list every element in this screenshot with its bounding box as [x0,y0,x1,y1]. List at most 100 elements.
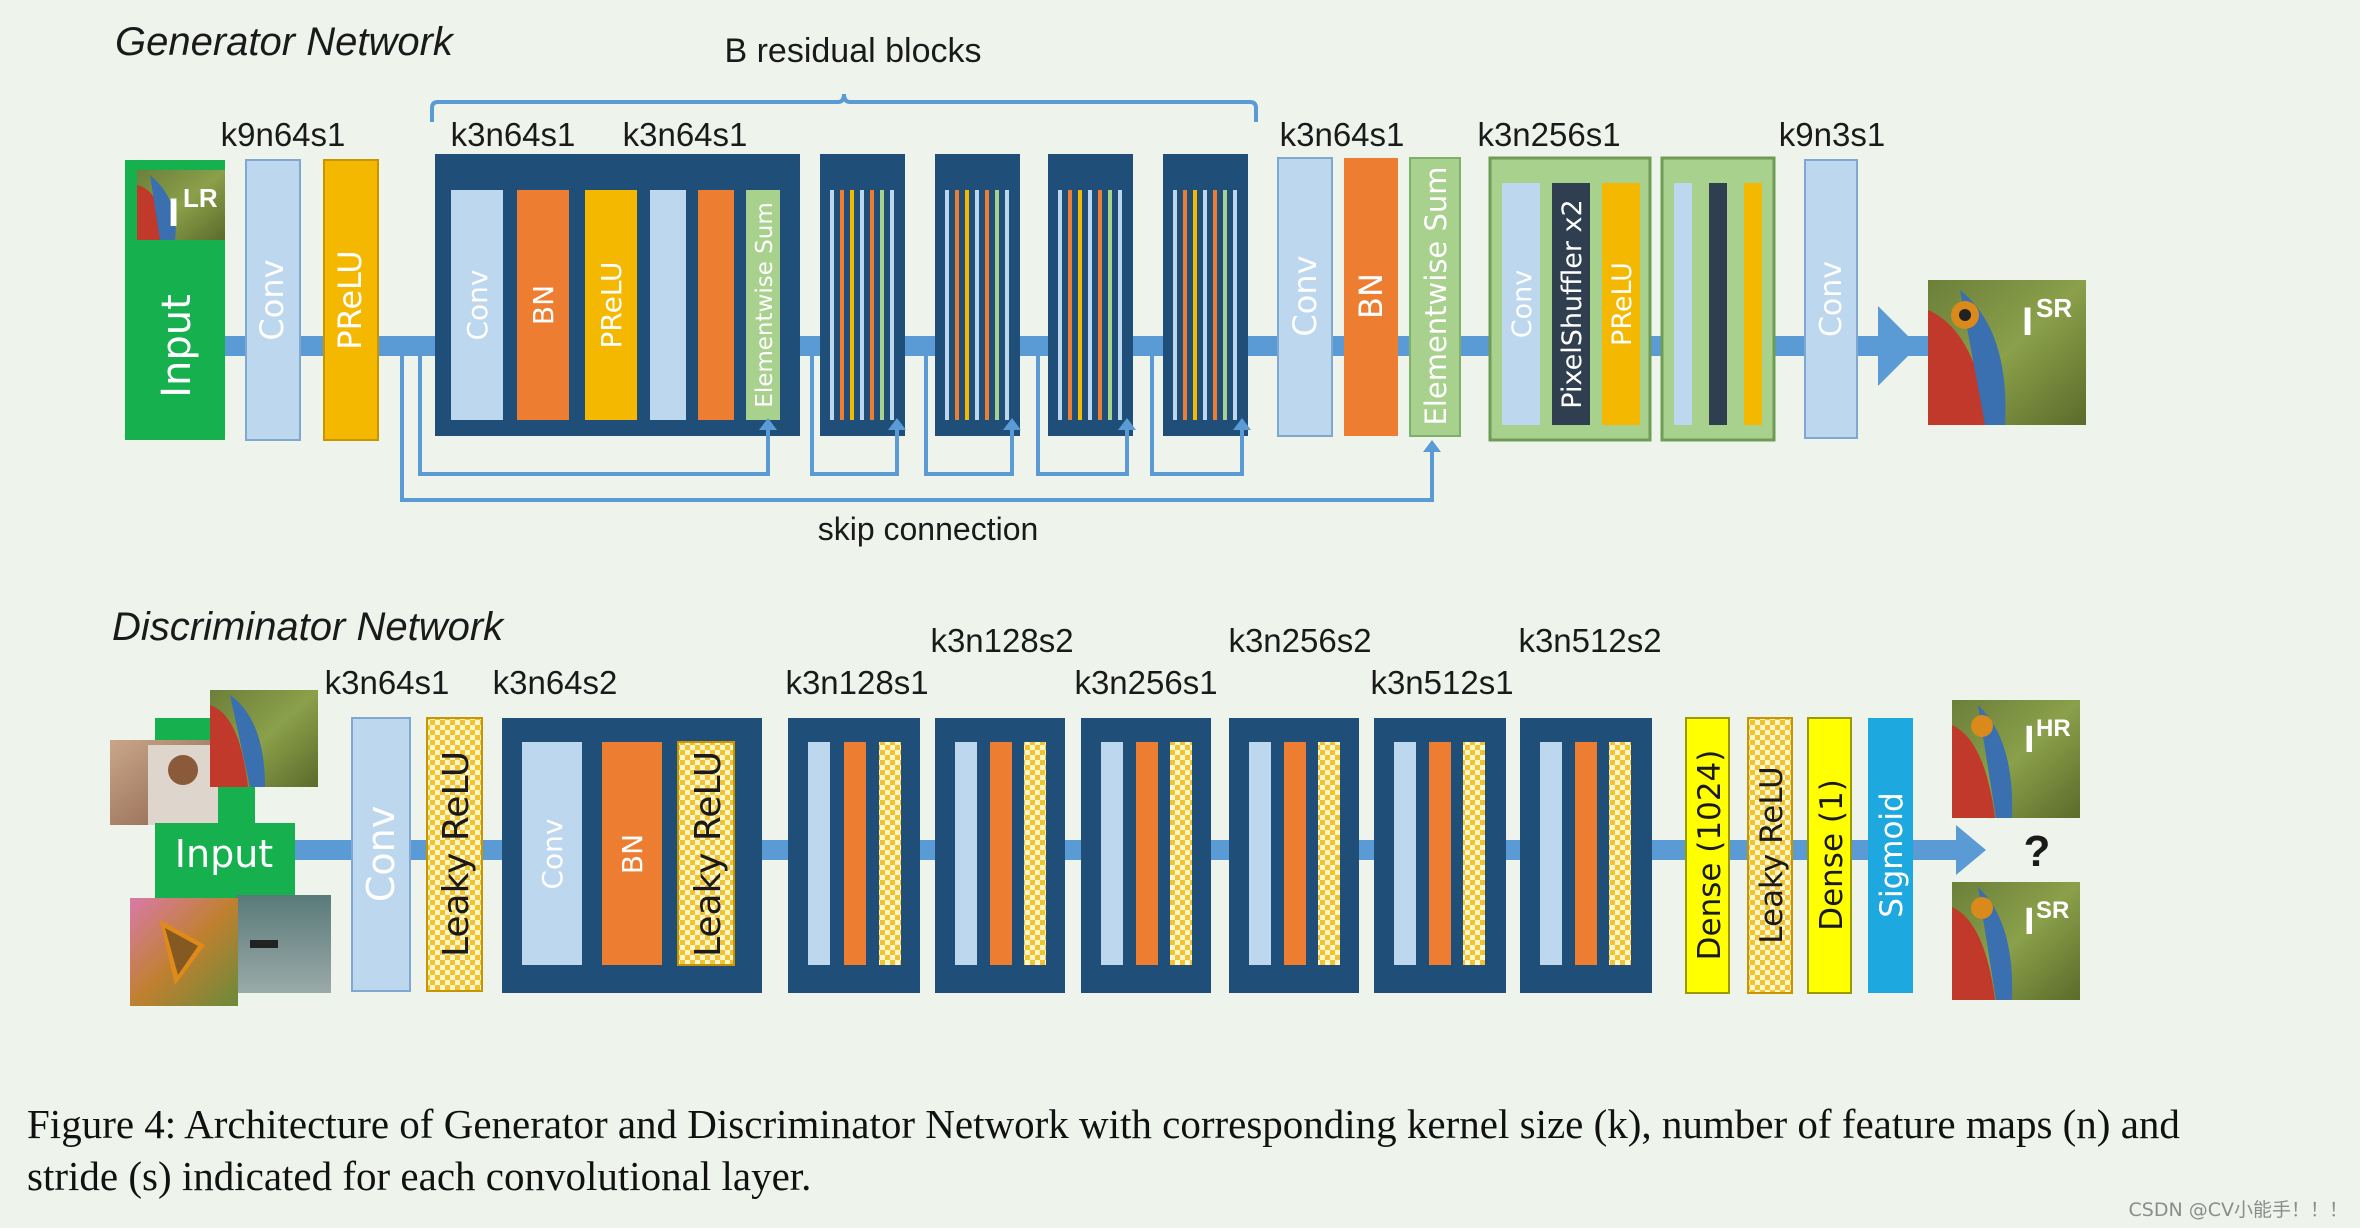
long-skip-arrowhead [1423,440,1441,452]
db-conv-label: Conv [536,819,569,890]
disc-sigmoid-layer [1868,718,1913,993]
up1-pixelshuffler-label: PixelShuffler x2 [1557,199,1588,408]
disc-kernel-label-k3n128s1: k3n128s1 [785,664,928,701]
residual-block-3 [935,154,1020,436]
disc-output-arrowhead [1956,825,1986,875]
rb-prelu-label: PReLU [595,261,628,348]
hr-image-label: I [2024,719,2035,761]
sr-image-label: I [2024,901,2035,943]
gen-conv2-label: Conv [1286,255,1324,336]
disc-sigmoid-label: Sigmoid [1874,792,1910,917]
disc-dense1-layer [1807,717,1852,994]
db-bn-layer [602,742,662,965]
sr-output-image [1928,280,2086,425]
up2-conv-layer [1674,183,1692,425]
rb-bn1-label: BN [527,285,560,325]
residual-block-2 [820,154,905,436]
gen-sum2-layer [1409,157,1461,437]
disc-input-image-collage [110,690,331,1006]
up1-conv-label: Conv [1507,270,1538,338]
disc-block-2 [788,718,920,993]
disc-conv1-label: Conv [359,806,403,902]
db-lrelu-layer [677,741,735,966]
lr-image-superscript: LR [183,183,218,213]
residual-block-4 [1048,154,1133,436]
gen-kernel-label-k9n3s1: k9n3s1 [1779,116,1885,153]
gen-prelu1-label: PReLU [331,250,369,349]
residual-skip-arrowheads [759,418,1251,430]
gen-conv-out-layer [1804,159,1858,439]
rb-sum-layer [746,190,780,420]
gen-conv1-layer [245,159,301,441]
disc-lrelu2-label: Leaky ReLU [1754,766,1790,943]
gen-kernel-label-k3n64s1-a: k3n64s1 [451,116,576,153]
rb-prelu-layer [585,190,637,420]
rb-bn1-layer [517,190,569,420]
disc-kernel-label-k3n512s2: k3n512s2 [1518,622,1661,659]
up2-prelu-layer [1744,183,1762,425]
up2-pixelshuffler-layer [1709,183,1727,425]
disc-block-4 [1081,718,1211,993]
generator-output-arrowhead [1878,306,1918,386]
gen-conv2-layer [1277,157,1333,437]
disc-kernel-label-k3n512s1: k3n512s1 [1370,664,1513,701]
figure-caption: Figure 4: Architecture of Generator and … [27,1101,2180,1199]
sr-output-superscript: SR [2036,293,2072,323]
discriminator-title: Discriminator Network [112,605,505,649]
rb-conv1-layer [451,190,503,420]
residual-skip-connections [418,346,1244,476]
disc-block-5 [1229,718,1359,993]
up1-prelu-label: PReLU [1607,262,1638,346]
gen-sum2-label: Elementwise Sum [1419,166,1453,425]
rb-sum-label: Elementwise Sum [752,202,778,407]
sr-image [1952,882,2080,1000]
disc-lrelu2-layer [1747,717,1793,994]
gen-kernel-label-k9n64s1: k9n64s1 [221,116,346,153]
disc-dense1024-layer [1685,717,1730,994]
rb-conv1-label: Conv [461,270,494,341]
disc-kernel-label-k3n256s1: k3n256s1 [1074,664,1217,701]
skip-connection-label: skip connection [818,511,1039,547]
residual-brace [430,93,1258,122]
disc-input-label: Input [175,832,273,876]
up1-conv-layer [1502,183,1540,425]
gen-bn2-layer [1344,158,1398,436]
long-skip-connection [400,346,1434,502]
discriminator-question-mark: ? [2024,827,2051,876]
generator-title: Generator Network [115,20,455,64]
gen-bn2-label: BN [1352,273,1390,319]
disc-conv1-layer [351,717,411,992]
watermark: CSDN @CV小能手！！！ [2128,1199,2348,1221]
lr-image-label: I [168,191,179,235]
disc-lrelu1-label: Leaky ReLU [436,751,477,957]
hr-image-superscript: HR [2036,715,2071,742]
disc-dense1-label: Dense (1) [1814,779,1850,931]
disc-kernel-label-k3n64s1: k3n64s1 [325,664,450,701]
residual-blocks-label: B residual blocks [724,32,981,70]
disc-block-6 [1374,718,1506,993]
residual-block-5 [1163,154,1248,436]
sr-output-label: I [2022,300,2033,344]
gen-conv-out-label: Conv [1814,261,1849,337]
disc-dense1024-label: Dense (1024) [1692,750,1728,961]
up1-pixelshuffler-layer [1552,183,1590,425]
gen-kernel-label-k3n64s1-c: k3n64s1 [1280,116,1405,153]
rb-bn2-layer [698,190,734,420]
gen-kernel-label-k3n64s1-b: k3n64s1 [623,116,748,153]
db-conv-layer [522,742,582,965]
gen-prelu1-layer [323,159,379,441]
gen-conv1-label: Conv [253,259,291,340]
lr-image-thumbnail [137,170,225,240]
gen-kernel-label-k3n256s1: k3n256s1 [1477,116,1620,153]
gen-input-label: Input [154,294,200,398]
disc-kernel-label-k3n128s2: k3n128s2 [930,622,1073,659]
disc-kernel-label-k3n256s2: k3n256s2 [1228,622,1371,659]
disc-kernel-label-k3n64s2: k3n64s2 [493,664,618,701]
hr-image [1952,700,2080,818]
rb-conv2-layer [650,190,686,420]
sr-image-superscript: SR [2036,897,2069,924]
db-lrelu-label: Leaky ReLU [688,751,729,957]
disc-block-3 [935,718,1065,993]
disc-block-7 [1520,718,1652,993]
